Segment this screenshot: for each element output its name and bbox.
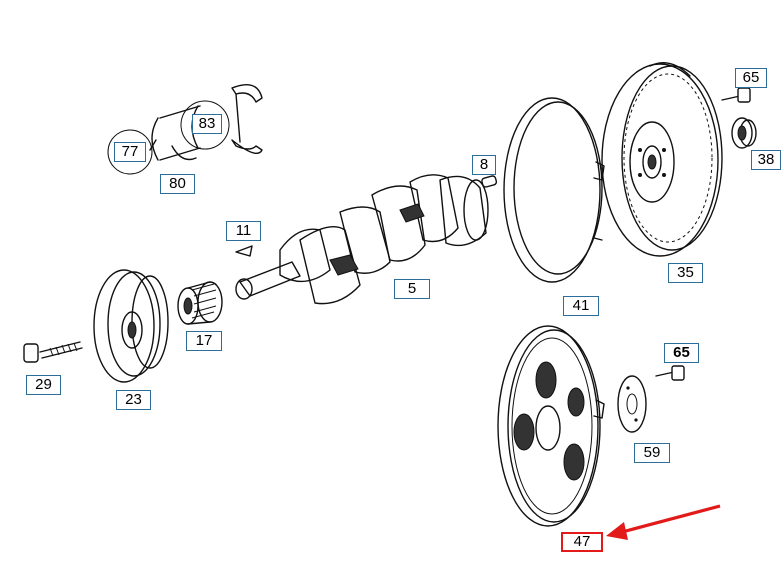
callout-65-bolt-lower[interactable]: 65 [664, 343, 699, 363]
flywheel [601, 62, 723, 257]
callout-80[interactable]: 80 [160, 174, 195, 194]
pulley-bolt [23, 341, 83, 363]
flywheel-bolt-and-bushing [721, 87, 757, 149]
woodruff-key [235, 245, 253, 257]
callout-5[interactable]: 5 [394, 279, 430, 299]
callout-41[interactable]: 41 [563, 296, 599, 316]
callout-23[interactable]: 23 [116, 390, 151, 410]
callout-38[interactable]: 38 [751, 150, 781, 170]
callout-65-bolt-top[interactable]: 65 [735, 68, 767, 88]
callout-17[interactable]: 17 [186, 331, 222, 351]
crankshaft-gear [177, 281, 223, 325]
callout-77[interactable]: 77 [114, 142, 146, 162]
callout-8[interactable]: 8 [472, 155, 496, 175]
callout-11[interactable]: 11 [226, 221, 261, 241]
ring-gear [503, 97, 605, 283]
crankshaft-pulley [93, 269, 169, 383]
callout-29[interactable]: 29 [26, 375, 61, 395]
drive-plate-bolt-and-washer [617, 365, 685, 433]
callout-83[interactable]: 83 [192, 114, 222, 134]
crankshaft [235, 174, 489, 305]
highlight-arrow [606, 504, 721, 540]
callout-59[interactable]: 59 [634, 443, 670, 463]
drive-plate [497, 325, 605, 527]
callout-35[interactable]: 35 [668, 263, 703, 283]
callout-47-highlighted[interactable]: 47 [561, 532, 603, 552]
